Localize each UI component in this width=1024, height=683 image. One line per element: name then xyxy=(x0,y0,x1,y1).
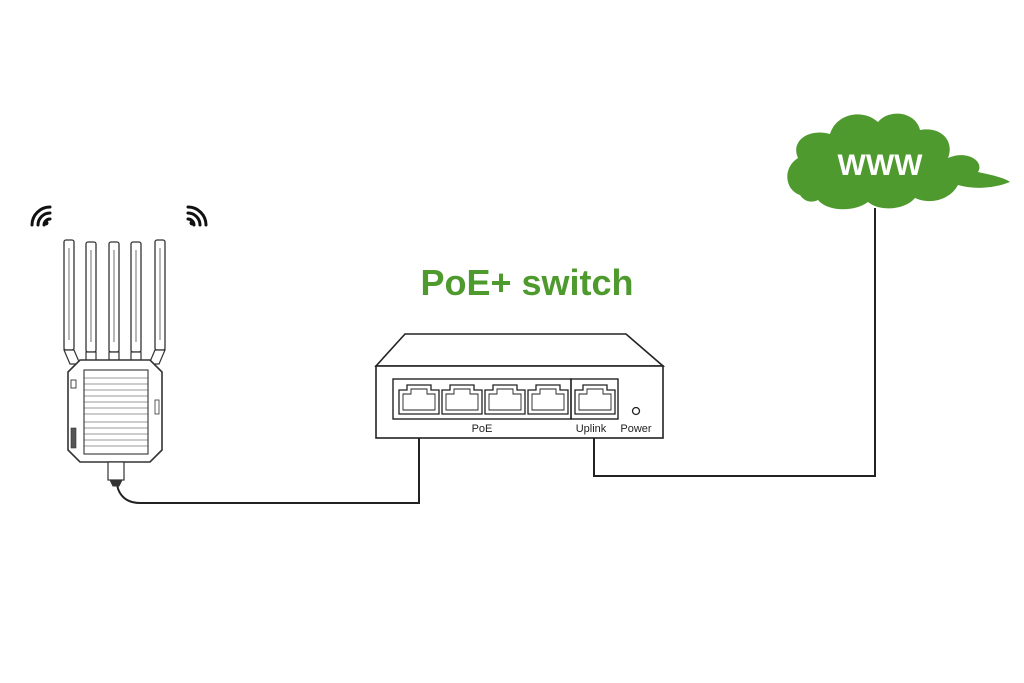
router-icon xyxy=(63,239,166,487)
rj45-port-icon xyxy=(574,384,616,415)
switch-title: PoE+ switch xyxy=(420,262,634,303)
poe-label: PoE xyxy=(472,423,493,435)
switch-icon: PoE Uplink Power xyxy=(374,333,666,439)
rj45-port-icon xyxy=(527,384,569,415)
rj45-port-icon xyxy=(398,384,440,415)
uplink-cable xyxy=(593,208,876,477)
rj45-port-icon xyxy=(441,384,483,415)
cloud-label: WWW xyxy=(838,149,924,182)
www-cloud-icon: WWW xyxy=(787,113,1010,210)
uplink-label: Uplink xyxy=(576,423,607,435)
rj45-port-icon xyxy=(484,384,526,415)
power-label: Power xyxy=(620,423,652,435)
wifi-signal-icon xyxy=(186,205,208,227)
power-led-icon xyxy=(631,406,641,416)
wifi-signal-icon xyxy=(30,205,52,227)
